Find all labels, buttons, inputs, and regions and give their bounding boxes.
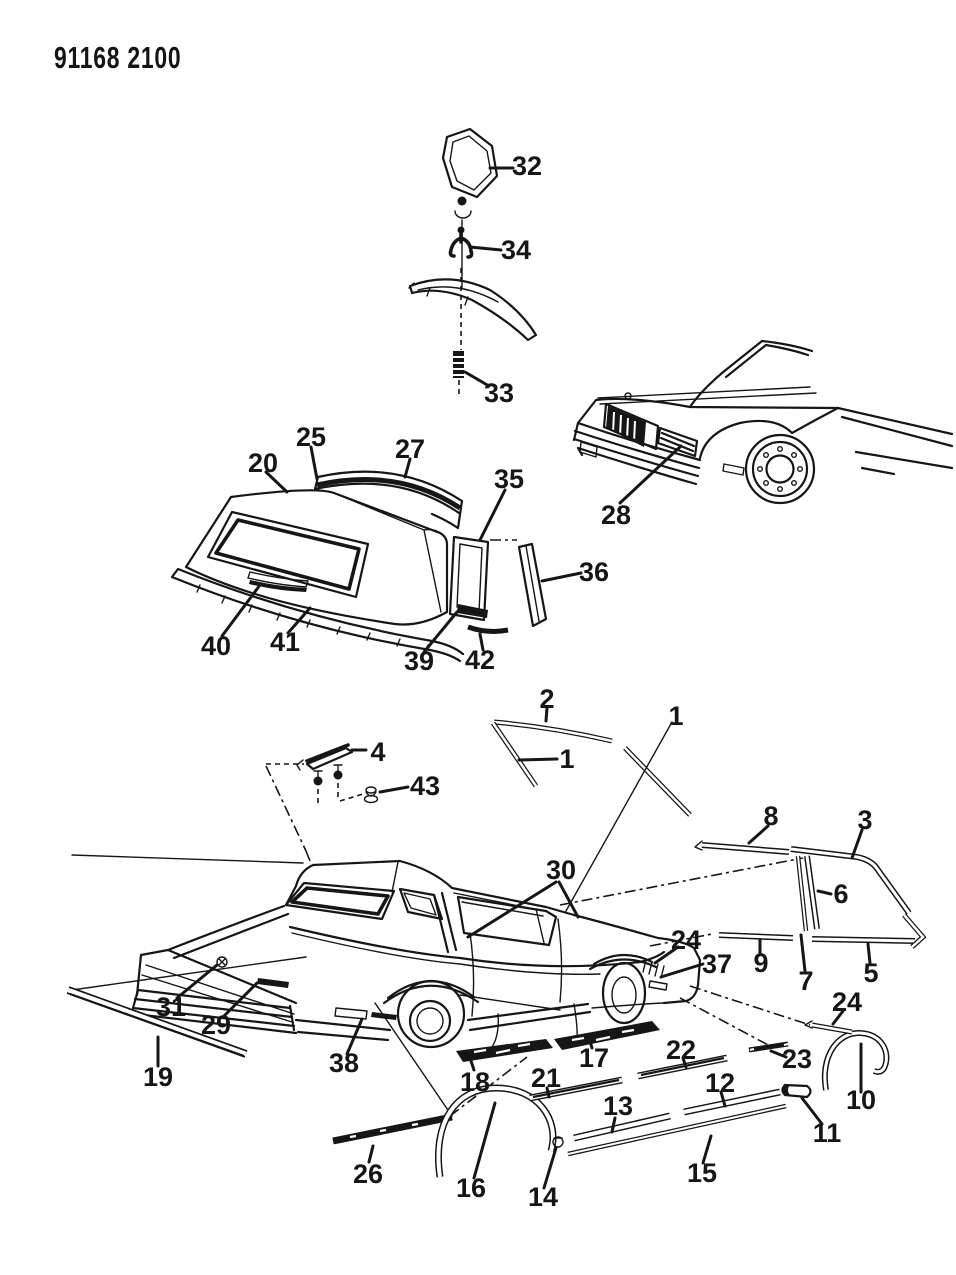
part-front-car-view [572,339,954,505]
wheel-bolts [757,446,804,493]
callout-16: 16 [456,1173,486,1203]
part-main-car-side-view [71,854,811,1117]
callout-28: 28 [601,500,631,530]
drawing-number: 91168 2100 [54,40,182,75]
callout-39: 39 [404,646,434,676]
part-roof-cap [170,445,583,663]
callout-18: 18 [460,1067,490,1097]
part-door-glass-mouldings [694,824,927,973]
callout-15: 15 [687,1158,717,1188]
callout-30: 30 [546,855,576,885]
callout-20: 20 [248,448,278,478]
callout-43: 43 [410,771,440,801]
callout-29: 29 [201,1010,231,1040]
callout-37: 37 [702,949,732,979]
callout-25: 25 [296,422,326,452]
callout-10: 10 [846,1085,876,1115]
callout-26: 26 [353,1159,383,1189]
callout-6: 6 [833,879,848,909]
part-pillar-strips [490,706,692,912]
callout-21: 21 [531,1063,561,1093]
callout-23: 23 [782,1044,812,1074]
callout-19: 19 [143,1062,173,1092]
callout-1-right: 1 [668,701,683,731]
callout-11: 11 [813,1118,842,1148]
callout-42: 42 [465,645,495,675]
callout-9: 9 [753,948,768,978]
callout-31: 31 [156,992,186,1022]
callout-33: 33 [484,378,514,408]
part-mirror-assembly [408,127,538,396]
callout-3: 3 [857,805,872,835]
callout-41: 41 [270,627,300,657]
callout-40: 40 [201,631,231,661]
callout-17: 17 [579,1043,609,1073]
callout-7: 7 [798,966,813,996]
callout-12: 12 [705,1068,735,1098]
callout-8: 8 [763,801,778,831]
callout-22: 22 [666,1035,696,1065]
callout-36: 36 [579,557,609,587]
callout-38: 38 [329,1048,359,1078]
callout-4: 4 [370,737,385,767]
callout-14: 14 [528,1182,558,1212]
callout-24-upper: 24 [671,925,701,955]
callout-13: 13 [603,1091,633,1121]
callout-1-left: 1 [559,744,574,774]
callout-24-lower: 24 [832,987,862,1017]
callout-34: 34 [501,235,531,265]
part-lower-mouldings [66,986,890,1190]
callout-35: 35 [494,464,524,494]
part-clip-strip-4-43 [265,743,410,862]
callout-2: 2 [539,684,554,714]
callout-5: 5 [863,958,878,988]
callout-32: 32 [512,151,542,181]
callout-27: 27 [395,434,425,464]
